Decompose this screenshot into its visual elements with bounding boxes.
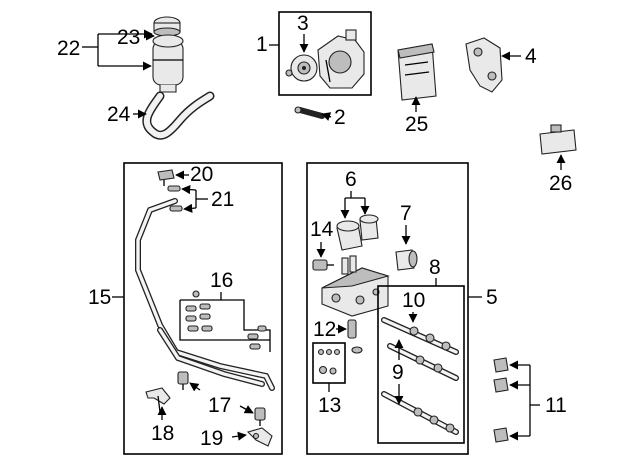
reservoir-hose-part	[142, 91, 215, 140]
callout-13: 13	[318, 394, 341, 417]
callout-17-leader-a	[189, 382, 201, 392]
sensor-part	[539, 124, 577, 155]
callout-25: 25	[405, 113, 428, 136]
callout-6: 6	[345, 168, 357, 191]
pump-bracket-part	[465, 37, 503, 93]
pump-assembly-box	[278, 11, 372, 96]
pump-bolt-part	[294, 106, 325, 119]
reservoir-part	[152, 34, 184, 93]
valve-cap-part	[395, 249, 418, 271]
hose-assembly-box	[123, 162, 283, 455]
callout-1: 1	[256, 33, 268, 56]
reservoir-cap-part	[153, 16, 181, 37]
callout-8: 8	[429, 256, 441, 279]
solenoid-part	[336, 214, 379, 251]
callout-3: 3	[297, 12, 309, 35]
callout-24: 24	[107, 103, 131, 126]
valve-part	[347, 319, 357, 339]
hose-fitting-part	[157, 169, 175, 186]
bolt-part	[493, 357, 509, 443]
callout-14: 14	[310, 218, 334, 241]
callout-12: 12	[313, 318, 336, 341]
callout-10: 10	[402, 289, 425, 312]
hose-sensor-part	[177, 371, 266, 426]
callout-2-leader	[321, 112, 332, 121]
callout-7: 7	[400, 202, 412, 225]
callout-11: 11	[545, 394, 567, 417]
callout-11-leader	[509, 360, 540, 441]
callout-20: 20	[190, 163, 213, 186]
callout-19-leader	[231, 431, 247, 441]
o-ring-part	[167, 185, 183, 212]
callout-21-leader	[181, 185, 208, 213]
callout-17-leader-b	[239, 405, 254, 414]
callout-5: 5	[486, 286, 498, 309]
callout-9: 9	[392, 361, 404, 384]
pump-pulley-part	[290, 54, 318, 82]
callout-6-leader	[340, 191, 370, 219]
callout-26: 26	[549, 172, 572, 195]
clamp-set-part	[185, 290, 267, 350]
hose-clip-part	[246, 427, 273, 447]
seal-kit-part	[317, 346, 363, 375]
callout-2: 2	[334, 106, 346, 129]
callout-22: 22	[57, 37, 80, 60]
clamps-box	[179, 299, 271, 352]
control-module-part	[397, 43, 437, 101]
hose-bracket-part	[145, 387, 171, 413]
callout-17: 17	[208, 394, 231, 417]
power-steering-pump-part	[317, 29, 365, 89]
callout-15: 15	[88, 286, 111, 309]
callout-16: 16	[210, 269, 233, 292]
callout-21: 21	[211, 188, 234, 211]
valve-assembly-box	[306, 162, 469, 455]
callout-18: 18	[151, 422, 174, 445]
callout-22-leader	[82, 29, 153, 71]
callout-19: 19	[200, 427, 223, 450]
callout-23: 23	[117, 26, 140, 49]
pressure-hose-part	[135, 198, 275, 391]
fitting-part	[312, 259, 334, 271]
pulley-nut-part	[285, 69, 293, 77]
valve-spool-box	[377, 285, 465, 444]
callout-4: 4	[525, 45, 537, 68]
valve-body-part	[321, 255, 390, 317]
